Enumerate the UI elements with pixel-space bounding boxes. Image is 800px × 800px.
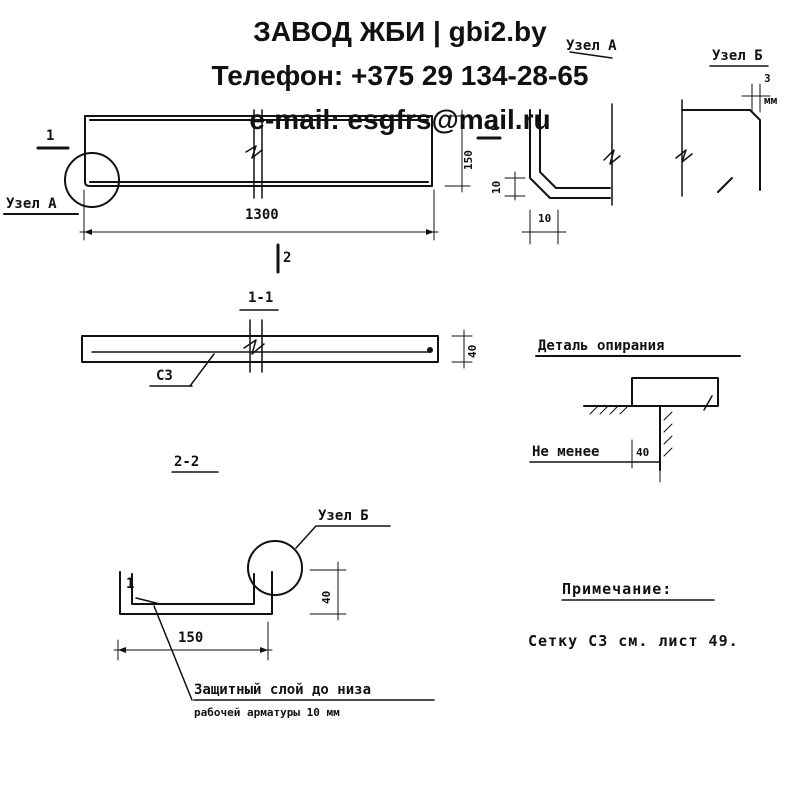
node-b-title-top: Узел Б bbox=[712, 48, 763, 64]
bearing-detail bbox=[529, 355, 741, 483]
dim-10a: 10 bbox=[490, 181, 503, 194]
dim-mm: мм bbox=[764, 94, 778, 107]
section-2-2-title: 2-2 bbox=[174, 454, 199, 470]
factory-title: ЗАВОД ЖБИ | gbi2.by bbox=[253, 16, 547, 47]
node-a-label: Узел А bbox=[6, 196, 57, 212]
node-a-detail bbox=[476, 51, 621, 245]
node-a-mark: 1 bbox=[490, 118, 498, 134]
section-mark-1: 1 bbox=[46, 128, 54, 144]
mesh-c3: С3 bbox=[156, 368, 173, 384]
node-b-circle bbox=[247, 540, 303, 596]
sec2-mark: 1 bbox=[126, 576, 134, 592]
node-a-circle bbox=[64, 152, 120, 208]
note-text: Сетку С3 см. лист 49. bbox=[528, 632, 739, 650]
node-b-label: Узел Б bbox=[318, 508, 369, 524]
node-4-detail bbox=[675, 65, 771, 197]
section-mark-2: 2 bbox=[283, 250, 291, 266]
dim-40-sec: 40 bbox=[466, 345, 479, 358]
watermark-header: ЗАВОД ЖБИ | gbi2.by Телефон: +375 29 134… bbox=[0, 10, 800, 142]
drawing-labels: 1 Узел А 1300 2 150 Узел А 1 10 10 Узел … bbox=[6, 38, 778, 719]
protective-line2: рабочей арматуры 10 мм bbox=[194, 706, 340, 719]
dim-10b: 10 bbox=[538, 212, 551, 225]
dim-150-vert: 150 bbox=[462, 150, 475, 170]
dim-1300: 1300 bbox=[245, 207, 279, 223]
section-2-2 bbox=[113, 471, 435, 701]
section-1-1-title: 1-1 bbox=[248, 290, 273, 306]
phone-text: Телефон: +375 29 134-28-65 bbox=[211, 60, 589, 91]
dim-150-sec: 150 bbox=[178, 630, 203, 646]
note-title: Примечание: bbox=[562, 580, 672, 598]
detail-title: Деталь опирания bbox=[538, 338, 664, 354]
detail-min: Не менее bbox=[532, 444, 599, 460]
node-a-title: Узел А bbox=[566, 38, 617, 54]
protective-line1: Защитный слой до низа bbox=[194, 682, 371, 698]
section-1-1 bbox=[81, 309, 473, 387]
slab-plan-view bbox=[3, 109, 471, 274]
dim-40-detail: 40 bbox=[636, 446, 649, 459]
dim-40-sec2: 40 bbox=[320, 591, 333, 604]
dim-3: 3 bbox=[764, 72, 771, 85]
